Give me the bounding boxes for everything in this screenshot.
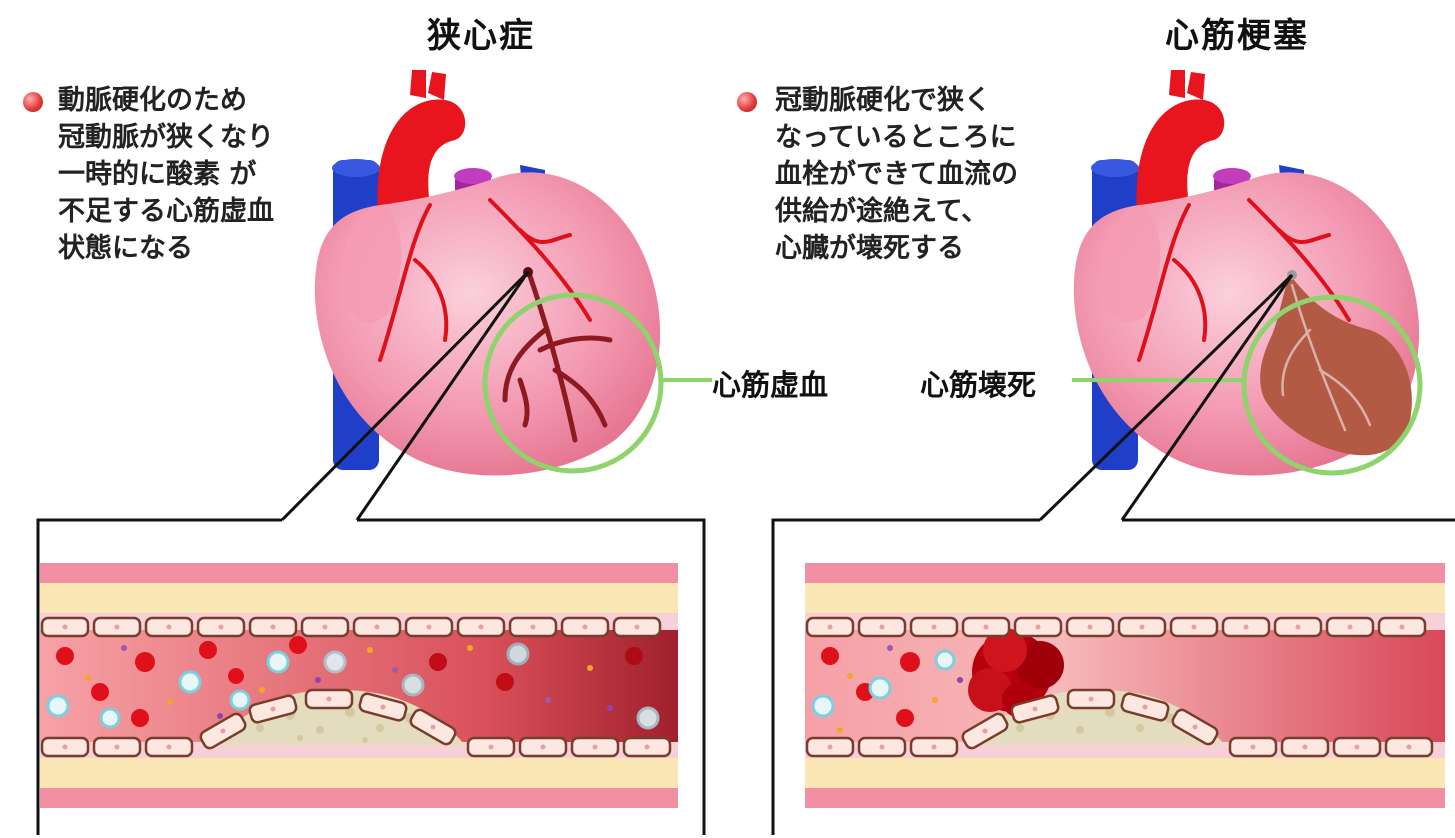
vessel-crosssection-blocked bbox=[773, 520, 1455, 835]
heart-right bbox=[1072, 70, 1420, 475]
vessel-crosssection-narrowed bbox=[38, 520, 704, 835]
heart-left bbox=[315, 70, 712, 475]
